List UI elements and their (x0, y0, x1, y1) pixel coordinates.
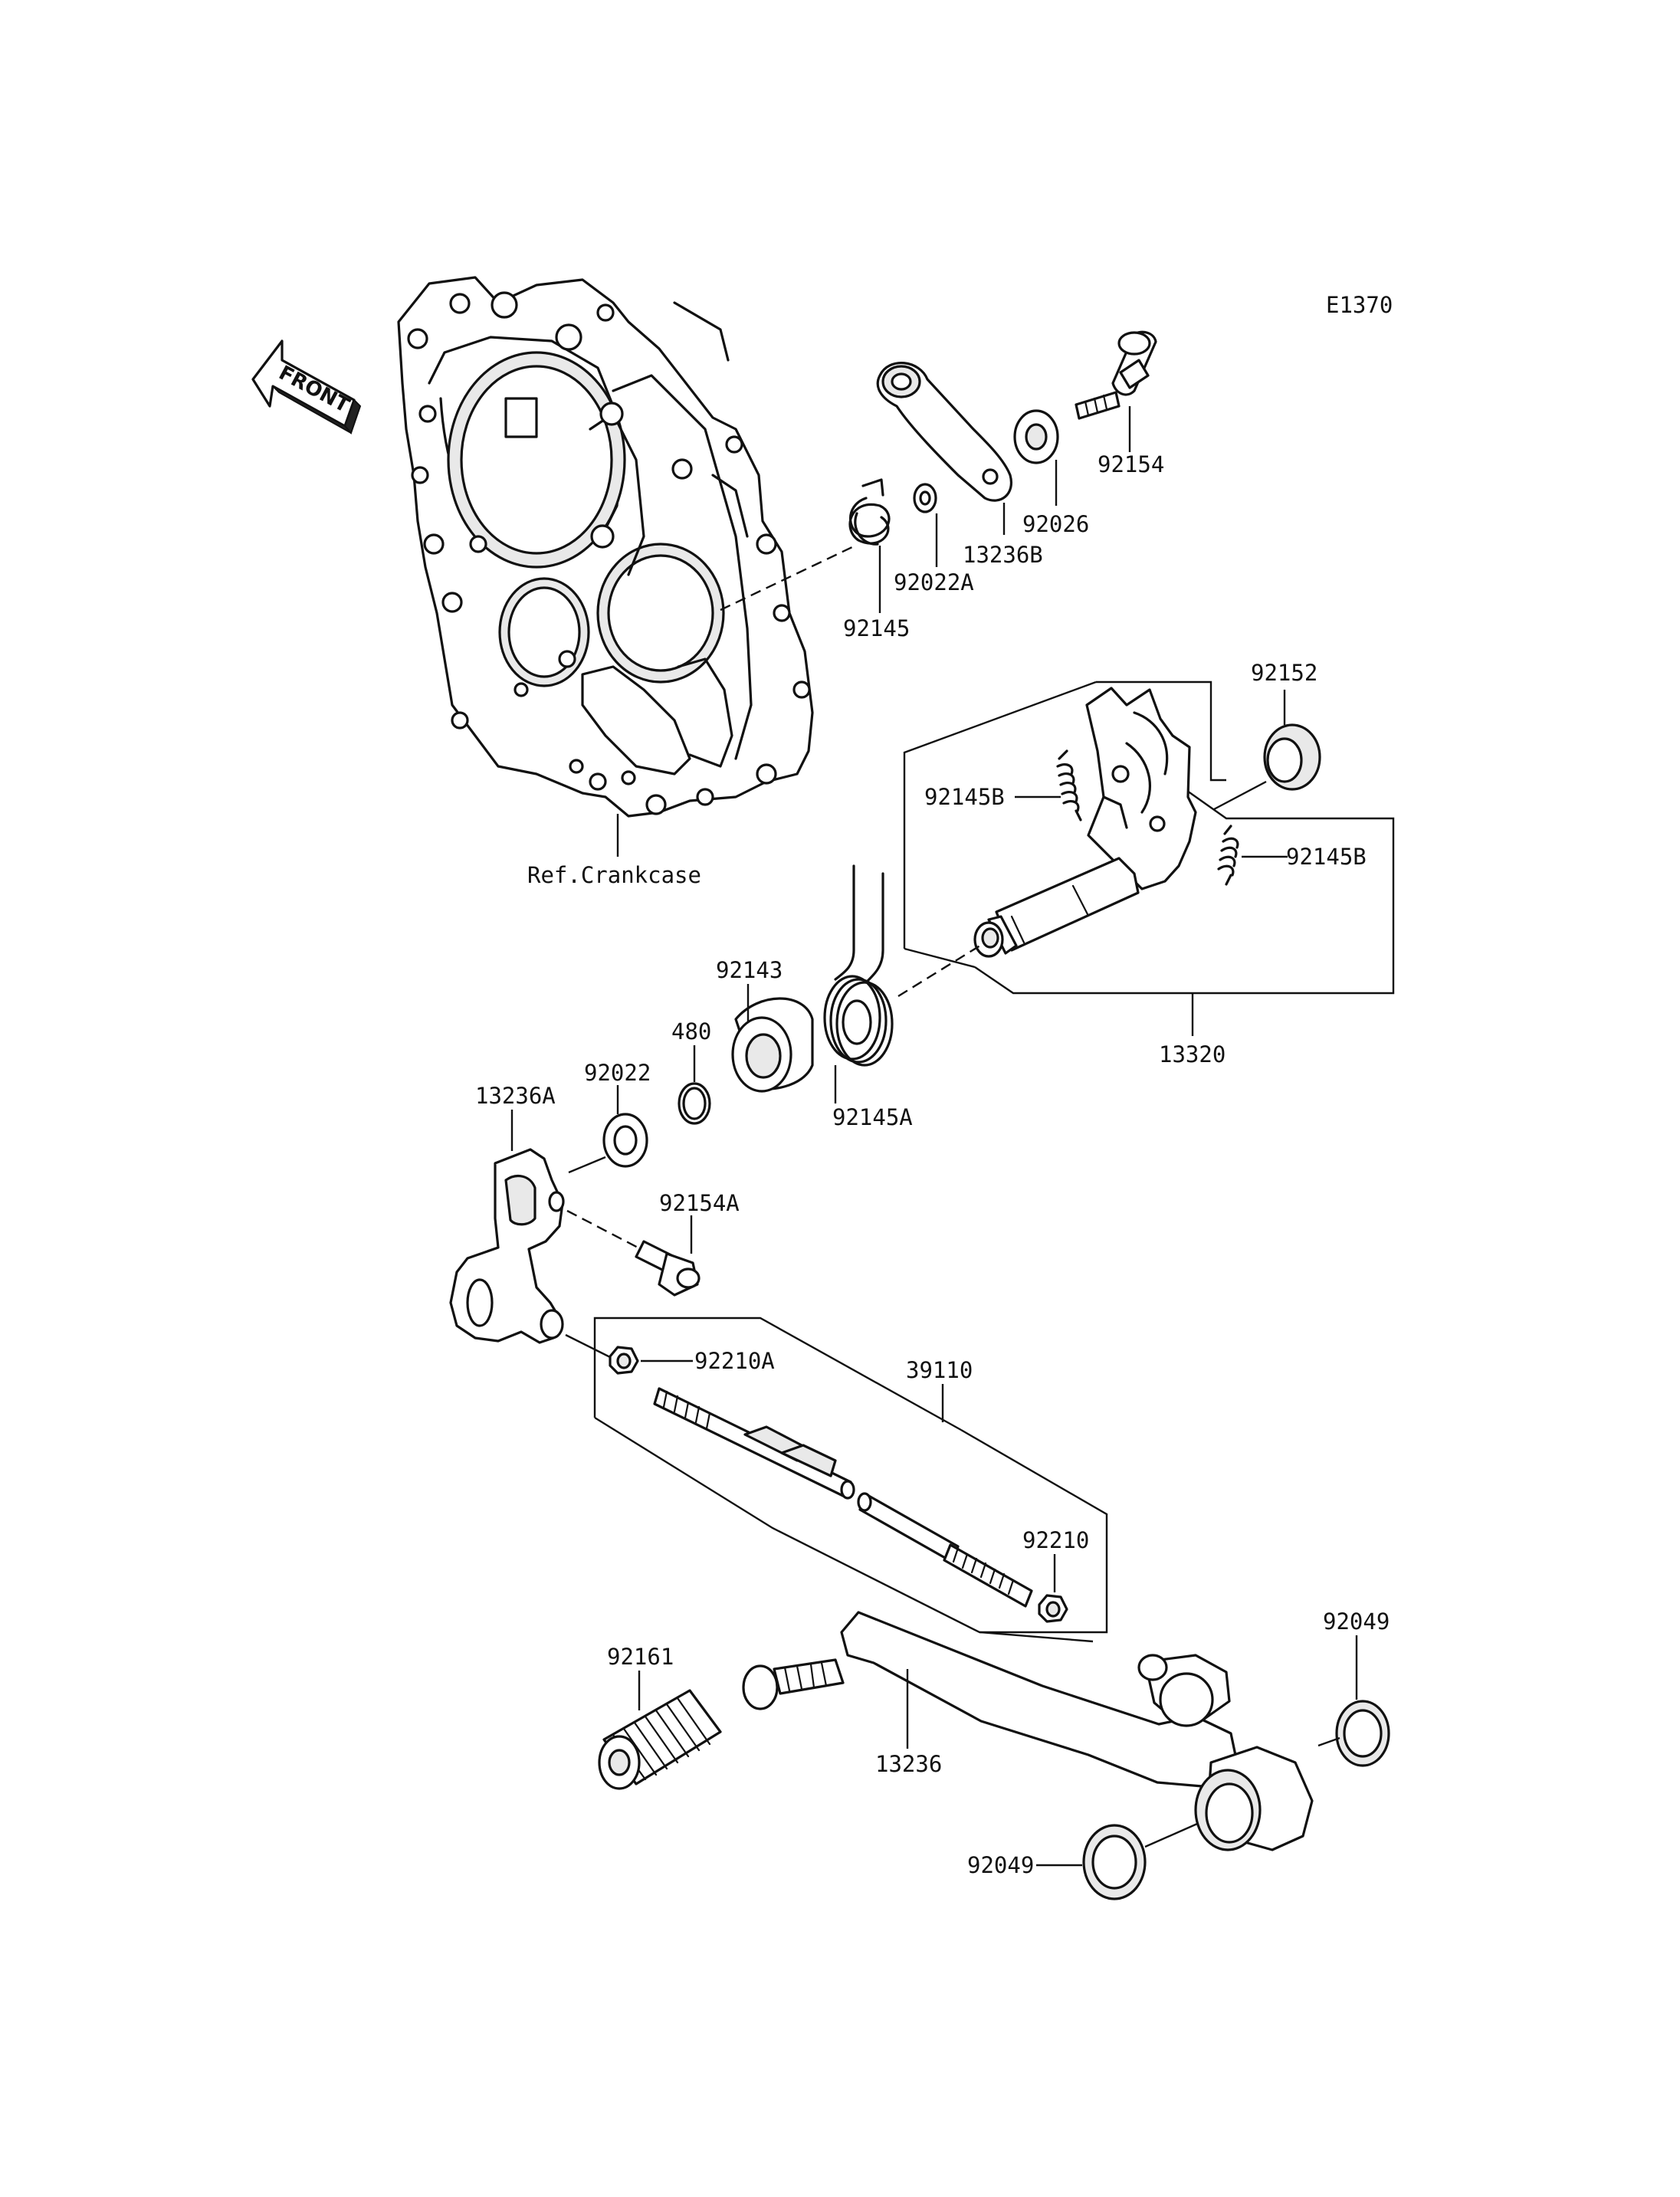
callout-labels: 92154 92026 13236B 92022A 92145 92152 92… (475, 451, 1390, 1878)
callout-92022A: 92022A (894, 569, 974, 595)
washer-92022 (602, 1113, 648, 1168)
tie-rod-39110 (653, 1387, 1033, 1608)
bolt-92154 (1075, 330, 1157, 420)
callout-13236B: 13236B (963, 542, 1043, 568)
callout-92210: 92210 (1022, 1527, 1089, 1553)
spring-92145 (848, 478, 891, 546)
spring-92145A (823, 864, 894, 1067)
callout-92161: 92161 (607, 1644, 674, 1670)
callout-13236: 13236 (875, 1751, 942, 1777)
washer-92022A (913, 483, 937, 513)
shift-pedal-13236 (742, 1611, 1314, 1851)
nut-92210A (565, 1333, 639, 1375)
diagram-code: E1370 (1326, 292, 1393, 318)
collar-92143 (731, 997, 814, 1093)
callout-480: 480 (671, 1018, 711, 1044)
callout-92145B-right: 92145B (1286, 844, 1367, 870)
front-arrow-icon: FRONT (251, 339, 362, 434)
washer-92026 (1013, 409, 1059, 464)
callout-92049-upper: 92049 (1323, 1608, 1390, 1635)
dust-seal-92049-upper (1335, 1700, 1390, 1767)
link-arm-13236B (876, 362, 1012, 502)
shift-lever-13236A (449, 1148, 565, 1344)
callout-92049-lower: 92049 (967, 1852, 1034, 1878)
callout-92143: 92143 (716, 957, 783, 983)
spring-92145B-right (1217, 825, 1239, 886)
reference-label: Ref.Crankcase (527, 862, 701, 888)
oil-seal-92152 (1263, 723, 1321, 791)
dust-seal-92049-lower (1082, 1824, 1147, 1900)
callout-92145: 92145 (843, 615, 910, 641)
callout-39110: 39110 (906, 1357, 973, 1383)
bolt-92154A (566, 1209, 701, 1297)
circlip-480 (678, 1082, 711, 1125)
callout-13236A: 13236A (475, 1083, 556, 1109)
callout-92152: 92152 (1251, 660, 1317, 686)
callout-92145B-left: 92145B (924, 784, 1005, 810)
spring-92145B-left (1056, 749, 1082, 821)
callout-92145A: 92145A (832, 1104, 913, 1130)
nut-92210 (1038, 1594, 1068, 1623)
callout-92154: 92154 (1098, 451, 1164, 477)
crankcase-cover (397, 276, 814, 818)
callout-92022: 92022 (584, 1060, 651, 1086)
shift-shaft-13320 (973, 687, 1197, 958)
callout-13320: 13320 (1159, 1041, 1226, 1067)
callout-92154A: 92154A (659, 1190, 740, 1216)
pedal-rubber-92161 (598, 1689, 722, 1790)
callout-92210A: 92210A (694, 1348, 775, 1374)
callout-92026: 92026 (1022, 511, 1089, 537)
